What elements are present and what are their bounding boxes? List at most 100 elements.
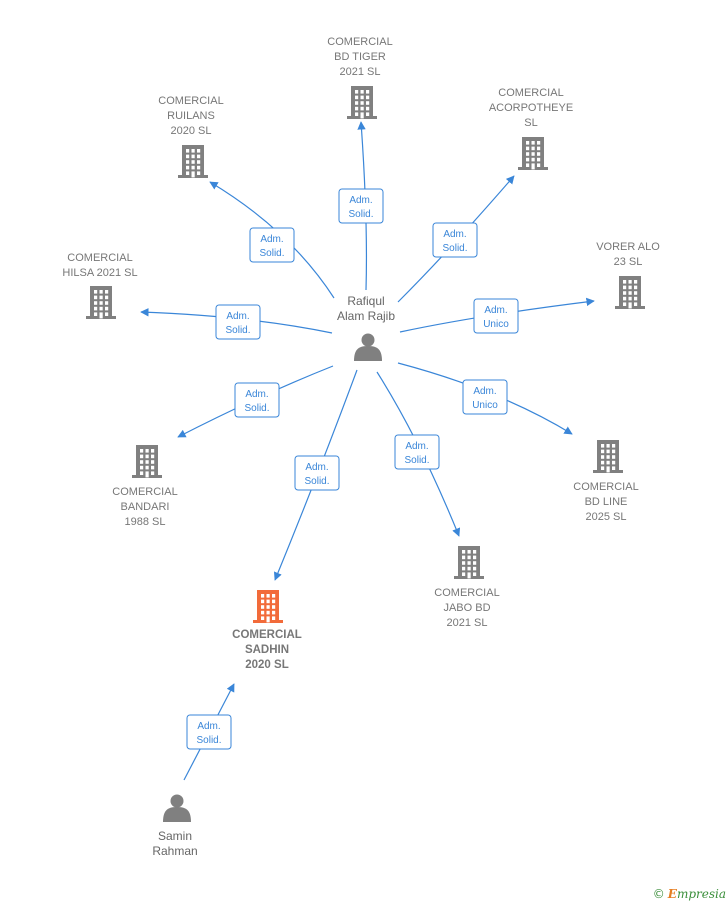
relation-badge-text: Adm. Solid.	[404, 441, 429, 466]
company-label-vorer-alo-line: 23 SL	[614, 256, 643, 268]
brand-first-letter: E	[667, 887, 677, 901]
relation-badge-box	[394, 434, 440, 470]
relation-badge-box	[462, 379, 508, 415]
brand-logo: ©Empresia	[653, 887, 726, 901]
company-label-sadhin-line: SADHIN	[245, 644, 289, 656]
company-label-bd-tiger-line: BD TIGER	[334, 51, 386, 63]
relation-badge-line: Adm.	[484, 305, 507, 316]
company-label-bd-line: COMERCIAL BD LINE 2025 SL	[573, 481, 638, 523]
relation-badge[interactable]: Adm. Unico	[473, 298, 519, 334]
brand-name-rest: mpresia	[676, 887, 726, 901]
relation-badge-line: Adm.	[405, 441, 428, 452]
company-label-acorpotheye-line: COMERCIAL	[498, 87, 563, 99]
company-label-vorer-alo-line: VORER ALO	[596, 241, 660, 253]
company-label-hilsa: COMERCIAL HILSA 2021 SL	[62, 252, 137, 279]
relation-badge-box	[338, 188, 384, 224]
building-icon[interactable]	[518, 137, 548, 170]
copyright-symbol: ©	[652, 887, 665, 901]
relation-badge[interactable]: Adm. Solid.	[394, 434, 440, 470]
company-label-jabo-bd-line: COMERCIAL	[434, 587, 499, 599]
building-icon[interactable]	[615, 276, 645, 309]
building-icon[interactable]	[347, 86, 377, 119]
relation-badge-line: Adm.	[473, 386, 496, 397]
relation-badge-line: Adm.	[443, 229, 466, 240]
company-label-hilsa-line: COMERCIAL	[67, 252, 132, 264]
relation-badge[interactable]: Adm. Solid.	[249, 227, 295, 263]
company-label-jabo-bd-line: JABO BD	[443, 602, 490, 614]
relation-badge-line: Solid.	[225, 325, 250, 336]
second-person-label-line: Rahman	[152, 844, 197, 858]
relation-badge-text: Adm. Solid.	[225, 311, 250, 336]
relation-badge-text: Adm. Unico	[483, 305, 509, 330]
company-label-bd-tiger: COMERCIAL BD TIGER 2021 SL	[327, 36, 392, 78]
company-label-bandari-line: COMERCIAL	[112, 486, 177, 498]
building-icon[interactable]	[86, 286, 116, 319]
relation-badge-line: Unico	[483, 319, 509, 330]
relation-badge-text: Adm.Solid.	[244, 389, 269, 414]
relation-badge[interactable]: Adm. Solid.	[186, 714, 232, 750]
company-label-hilsa-line: HILSA 2021 SL	[62, 267, 137, 279]
relation-badge-line: Solid.	[259, 248, 284, 259]
center-person-label-line: Alam Rajib	[337, 309, 395, 323]
person-icon[interactable]	[354, 333, 382, 362]
relation-badge-line: Adm.	[305, 462, 328, 473]
company-label-bd-line-line: 2025 SL	[586, 511, 627, 523]
company-label-bandari-line: BANDARI	[121, 501, 170, 513]
relation-badge-box	[249, 227, 295, 263]
person-icon[interactable]	[163, 794, 191, 823]
relation-badge[interactable]: Adm. Solid.	[294, 455, 340, 491]
company-label-bd-tiger-line: COMERCIAL	[327, 36, 392, 48]
relation-badge[interactable]: Adm. Solid.	[215, 304, 261, 340]
company-label-acorpotheye-line: SL	[524, 117, 537, 129]
company-label-bd-line-line: COMERCIAL	[573, 481, 638, 493]
relation-badge-box	[186, 714, 232, 750]
relation-badge-text: Adm. Solid.	[259, 234, 284, 259]
company-label-ruilans: COMERCIAL RUILANS 2020 SL	[158, 95, 223, 137]
building-icon[interactable]	[593, 440, 623, 473]
company-label-vorer-alo: VORER ALO 23 SL	[596, 241, 660, 268]
relation-badge-box	[234, 382, 280, 418]
company-label-sadhin-line: COMERCIAL	[232, 629, 302, 641]
relation-badge-line: Solid.	[304, 476, 329, 487]
relation-badge-line: Adm.	[197, 721, 220, 732]
relation-badge-box	[432, 222, 478, 258]
relation-badge-line: Solid.	[442, 243, 467, 254]
company-label-ruilans-line: COMERCIAL	[158, 95, 223, 107]
company-label-jabo-bd-line: 2021 SL	[447, 617, 488, 629]
relation-badge-line: Adm.	[226, 311, 249, 322]
relation-badge[interactable]: Adm.Solid.	[234, 382, 280, 418]
relation-badge-text: Adm. Solid.	[196, 721, 221, 746]
relation-badge-line: Adm.	[260, 234, 283, 245]
relation-badge-text: Adm.Solid.	[348, 195, 373, 220]
relation-badge-line: Solid.	[404, 455, 429, 466]
center-person-label-line: Rafiqul	[347, 294, 384, 308]
building-icon[interactable]	[454, 546, 484, 579]
company-label-sadhin-line: 2020 SL	[245, 659, 288, 671]
relation-badge-text: Adm. Solid.	[442, 229, 467, 254]
relation-badge-text: Adm. Solid.	[304, 462, 329, 487]
company-label-jabo-bd: COMERCIAL JABO BD 2021 SL	[434, 587, 499, 629]
relation-badge-box	[294, 455, 340, 491]
relation-badge[interactable]: Adm. Solid.	[432, 222, 478, 258]
company-label-sadhin: COMERCIAL SADHIN 2020 SL	[232, 629, 302, 671]
company-label-ruilans-line: 2020 SL	[171, 125, 212, 137]
second-person-label-line: Samin	[158, 829, 192, 843]
relation-badge-box	[215, 304, 261, 340]
company-label-bandari-line: 1988 SL	[125, 516, 166, 528]
relation-badge-text: Adm.Unico	[472, 386, 498, 411]
building-icon[interactable]	[132, 445, 162, 478]
company-label-ruilans-line: RUILANS	[167, 110, 215, 122]
relation-badge[interactable]: Adm.Unico	[462, 379, 508, 415]
building-icon[interactable]	[253, 590, 283, 623]
building-icon[interactable]	[178, 145, 208, 178]
relation-badge[interactable]: Adm.Solid.	[338, 188, 384, 224]
company-label-bd-tiger-line: 2021 SL	[340, 66, 381, 78]
relation-badge-line: Solid.	[196, 735, 221, 746]
company-label-bd-line-line: BD LINE	[585, 496, 628, 508]
relation-labels-layer: Adm.Solid.Adm.Solid.Adm.Solid.Adm.UnicoA…	[186, 188, 519, 750]
relation-badge-line: Adm.	[349, 195, 372, 206]
relation-badge-line: Solid.	[244, 403, 269, 414]
